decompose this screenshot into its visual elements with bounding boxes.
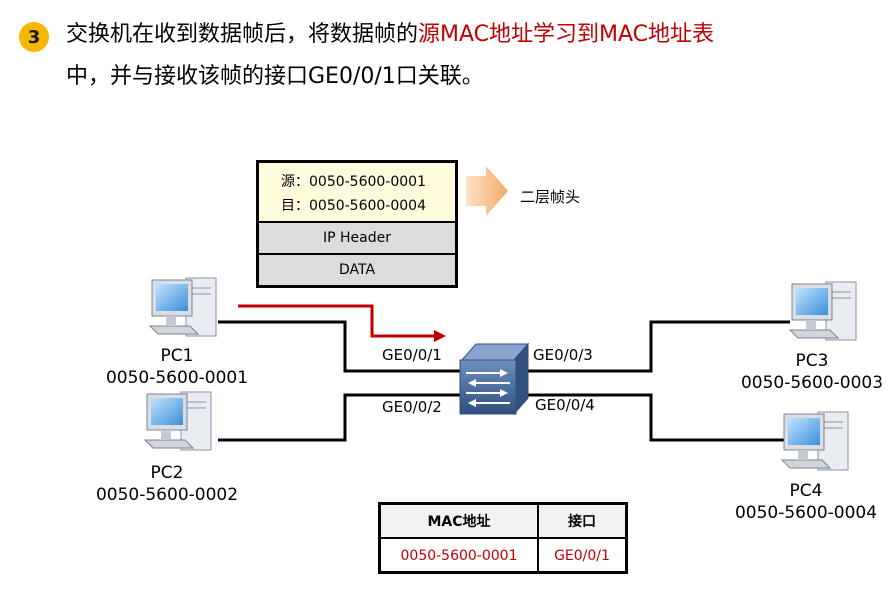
title-line-1: 交换机在收到数据帧后，将数据帧的源MAC地址学习到MAC地址表	[66, 20, 714, 50]
pc-mac: 0050-5600-0003	[740, 373, 884, 393]
title-line-2: 中，并与接收该帧的接口GE0/0/1口关联。	[66, 64, 484, 89]
pc-icon	[780, 411, 849, 471]
port-label-ge001: GE0/0/1	[382, 346, 442, 364]
right-arrow-icon	[466, 166, 508, 216]
pc-name: PC1	[160, 346, 194, 366]
pc-icon	[148, 277, 217, 337]
cable-pc3	[528, 320, 790, 373]
frame-src-mac: 源：0050-5600-0001	[281, 174, 426, 190]
frame-structure: 源：0050-5600-0001 目：0050-5600-0004 IP Hea…	[256, 160, 458, 288]
cable-pc4	[528, 393, 788, 442]
pc-mac: 0050-5600-0001	[105, 368, 249, 388]
pc1-label: PC1 0050-5600-0001	[102, 345, 252, 389]
cable-pc2	[218, 393, 460, 442]
frame-flow-arrow	[238, 304, 436, 338]
frame-flow-arrowhead	[434, 330, 446, 342]
port-label-ge003: GE0/0/3	[533, 346, 593, 364]
mac-address-table: MAC地址 接口 0050-5600-0001 GE0/0/1	[378, 502, 628, 574]
cable-pc1	[218, 320, 460, 373]
pc-icon	[788, 281, 857, 341]
pc-name: PC3	[795, 351, 829, 371]
frame-ip-header: IP Header	[259, 223, 455, 255]
pc2-label: PC2 0050-5600-0002	[92, 462, 242, 506]
pc-mac: 0050-5600-0002	[95, 485, 239, 505]
switch-icon	[459, 342, 530, 416]
frame-header-label: 二层帧头	[520, 188, 581, 206]
table-cell-port: GE0/0/1	[554, 548, 610, 564]
port-label-ge002: GE0/0/2	[382, 398, 442, 416]
table-header-row: MAC地址 接口	[381, 505, 625, 539]
frame-l2-header: 源：0050-5600-0001 目：0050-5600-0004	[259, 163, 455, 223]
pc-name: PC4	[789, 481, 823, 501]
port-label-ge004: GE0/0/4	[535, 396, 595, 414]
title-highlight: 源MAC地址学习到MAC地址表	[418, 22, 715, 47]
title-text: 交换机在收到数据帧后，将数据帧的	[66, 22, 419, 47]
table-row: 0050-5600-0001 GE0/0/1	[381, 539, 625, 573]
pc-icon	[143, 391, 212, 451]
table-cell-mac: 0050-5600-0001	[381, 539, 539, 573]
frame-data: DATA	[259, 255, 455, 285]
step-badge: 3	[19, 22, 49, 52]
pc-mac: 0050-5600-0004	[734, 503, 878, 523]
table-header-port: 接口	[568, 514, 596, 530]
pc-name: PC2	[150, 463, 184, 483]
frame-dst-mac: 目：0050-5600-0004	[281, 198, 426, 214]
pc3-label: PC3 0050-5600-0003	[737, 350, 887, 394]
table-header-mac: MAC地址	[381, 505, 539, 537]
pc4-label: PC4 0050-5600-0004	[731, 480, 881, 524]
